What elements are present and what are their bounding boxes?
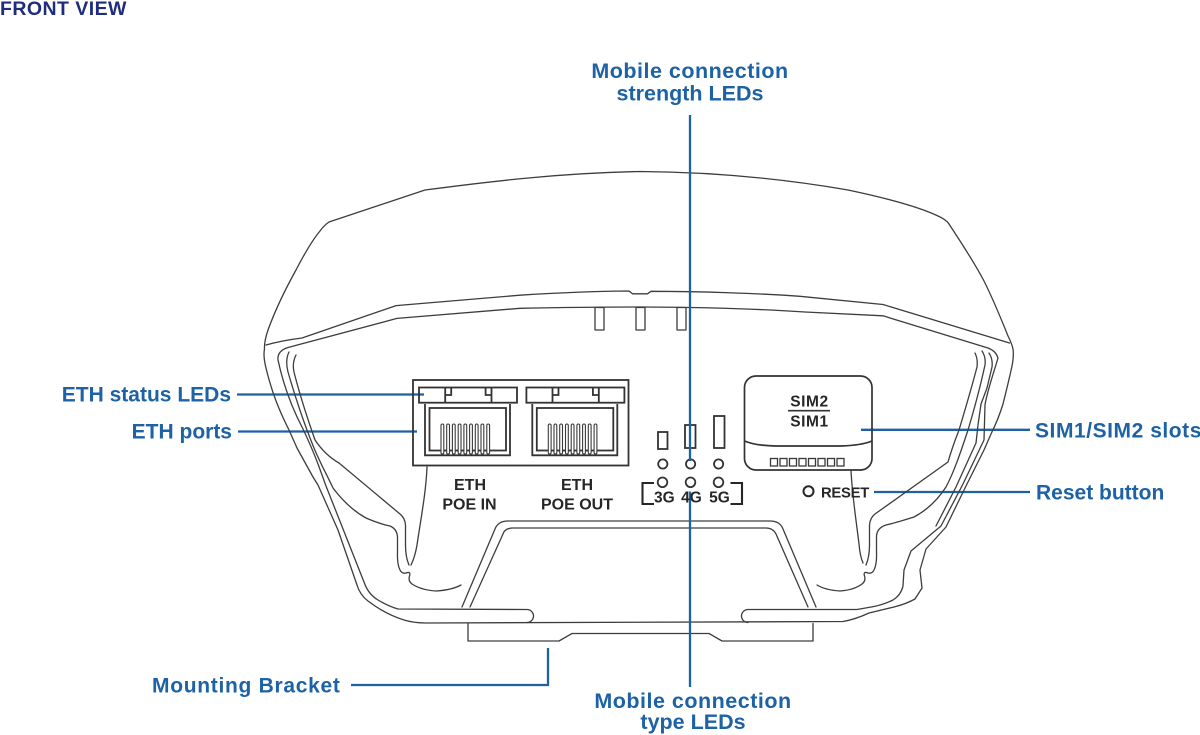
svg-text:ETH status LEDs: ETH status LEDs [62,384,231,407]
svg-text:Reset button: Reset button [1036,482,1164,505]
svg-text:ETH ports: ETH ports [132,421,232,444]
svg-text:FRONT VIEW: FRONT VIEW [0,0,127,20]
svg-text:strength LEDs: strength LEDs [617,82,764,106]
svg-text:Mounting Bracket: Mounting Bracket [152,675,341,698]
svg-text:POE IN: POE IN [442,497,496,514]
svg-text:ETH: ETH [454,477,486,494]
svg-text:4G: 4G [681,490,702,507]
svg-text:type LEDs: type LEDs [640,710,745,734]
svg-text:RESET: RESET [821,486,869,502]
svg-text:SIM1: SIM1 [790,414,829,431]
svg-text:5G: 5G [709,490,730,507]
svg-text:3G: 3G [654,490,675,507]
svg-text:SIM1/SIM2 slots: SIM1/SIM2 slots [1035,420,1200,443]
svg-text:ETH: ETH [561,477,593,494]
svg-text:SIM2: SIM2 [790,394,829,411]
svg-text:POE OUT: POE OUT [541,497,613,514]
svg-text:Mobile connection: Mobile connection [591,59,788,83]
svg-text:Mobile connection: Mobile connection [594,689,791,713]
